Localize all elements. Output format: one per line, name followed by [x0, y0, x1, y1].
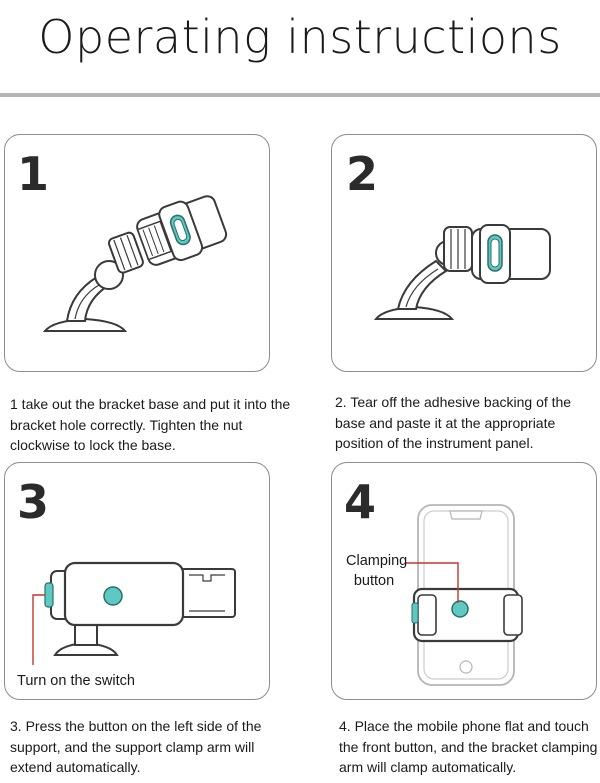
- step-3-caption: 3. Press the button on the left side of …: [10, 718, 262, 775]
- step-2-caption: 2. Tear off the adhesive backing of the …: [335, 394, 572, 451]
- step-1-caption: 1 take out the bracket base and put it i…: [10, 396, 291, 453]
- step-4-illustration: [406, 504, 523, 686]
- step-3-illustration: [32, 561, 236, 665]
- step-1-panel: 1: [4, 134, 270, 372]
- step-4-caption: 4. Place the mobile phone flat and touch…: [339, 718, 598, 775]
- step-4-panel: 4 Clamping button: [331, 462, 597, 700]
- step-2-panel: 2: [331, 134, 597, 372]
- switch-callout-label: Turn on the switch: [17, 673, 135, 689]
- step-3-panel: 3 Turn on the switch: [4, 462, 270, 700]
- title-divider: [0, 93, 600, 97]
- step-2-illustration: [373, 224, 551, 320]
- clamping-button-callout-label: Clamping button: [346, 553, 408, 589]
- step-2-number: 2: [346, 147, 379, 201]
- step-3-number: 3: [17, 475, 50, 529]
- page-title: Operating instructions: [38, 10, 562, 64]
- step-4-number: 4: [344, 475, 377, 529]
- step-1-number: 1: [17, 147, 50, 201]
- step-1-illustration: [42, 195, 228, 332]
